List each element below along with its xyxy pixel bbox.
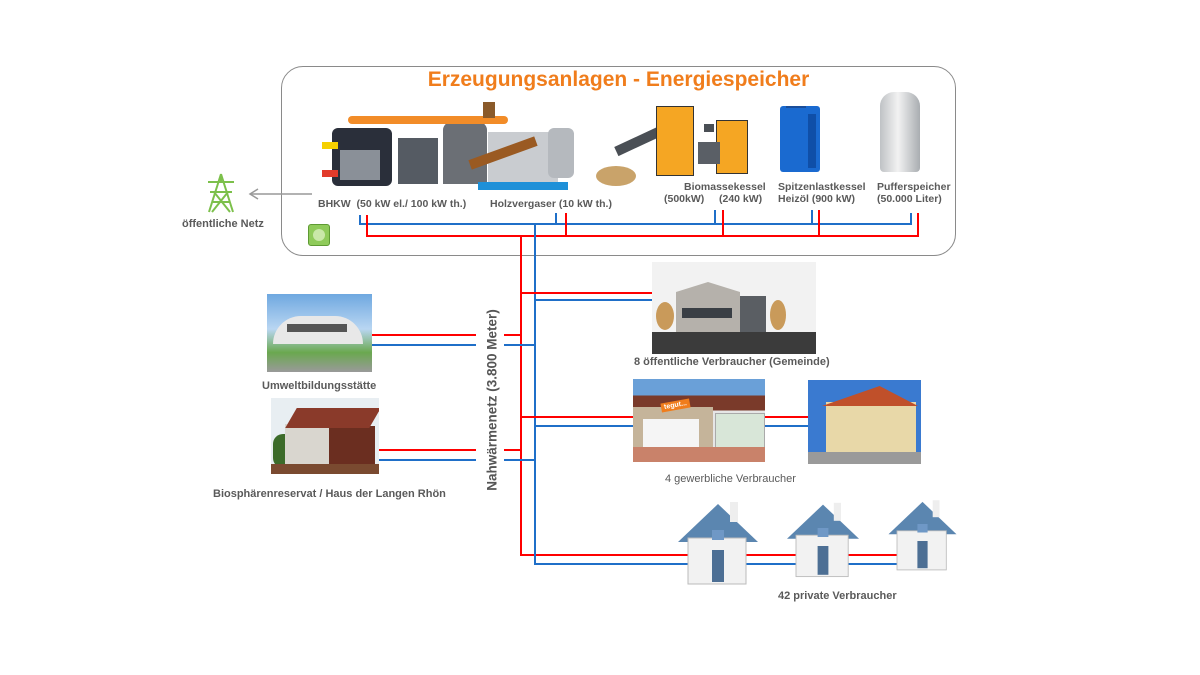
umwelt-image — [267, 294, 372, 372]
supply-trunk — [520, 236, 680, 556]
peak-boiler-label: Spitzenlastkessel — [778, 181, 866, 193]
network-label: Nahwärmenetz (3.800 Meter) — [484, 309, 500, 491]
power-socket-icon — [308, 224, 330, 246]
grid-arrow-icon — [248, 188, 259, 200]
private-label: 42 private Verbraucher — [778, 590, 897, 602]
buffer-label: Pufferspeicher — [877, 181, 951, 193]
biosphaere-label: Biosphärenreservat / Haus der Langen Rhö… — [213, 488, 446, 500]
biosphaere-image — [271, 398, 379, 474]
holzvergaser-label: Holzvergaser (10 kW th.) — [490, 198, 612, 210]
power-pylon-icon — [208, 173, 234, 213]
buffer-spec: (50.000 Liter) — [877, 193, 942, 205]
public-label: 8 öffentliche Verbraucher (Gemeinde) — [634, 356, 830, 368]
bhkw-label: BHKW (50 kW el./ 100 kW th.) — [318, 198, 467, 210]
commercial-label: 4 gewerbliche Verbraucher — [665, 473, 796, 485]
house-icon — [678, 502, 758, 585]
house-icon — [787, 502, 859, 578]
biomass-spec-b: (240 kW) — [719, 193, 763, 205]
bhkw-holzvergaser-image — [318, 98, 580, 194]
supply-collector — [366, 213, 919, 237]
generation-frame — [281, 66, 956, 256]
grid-label: öffentliche Netz — [182, 218, 264, 230]
peak-boiler-spec: Heizöl (900 kW) — [778, 193, 856, 205]
house-icon — [888, 500, 957, 571]
buffer-tank-image — [880, 92, 920, 172]
private-houses — [678, 500, 957, 585]
biomass-boiler-image — [594, 100, 754, 190]
biomass-spec-a: (500kW) — [664, 193, 705, 205]
biomass-label: Biomassekessel — [684, 181, 766, 193]
public-building-image — [652, 262, 816, 354]
commercial-shop-image: tegut... — [633, 379, 765, 462]
return-collector — [359, 213, 912, 225]
commercial-house-image — [808, 380, 921, 464]
diagram-title: Erzeugungsanlagen - Energiespeicher — [427, 68, 810, 91]
peak-boiler-image — [780, 106, 820, 172]
return-trunk — [534, 224, 680, 565]
umwelt-label: Umweltbildungsstätte — [262, 380, 377, 392]
